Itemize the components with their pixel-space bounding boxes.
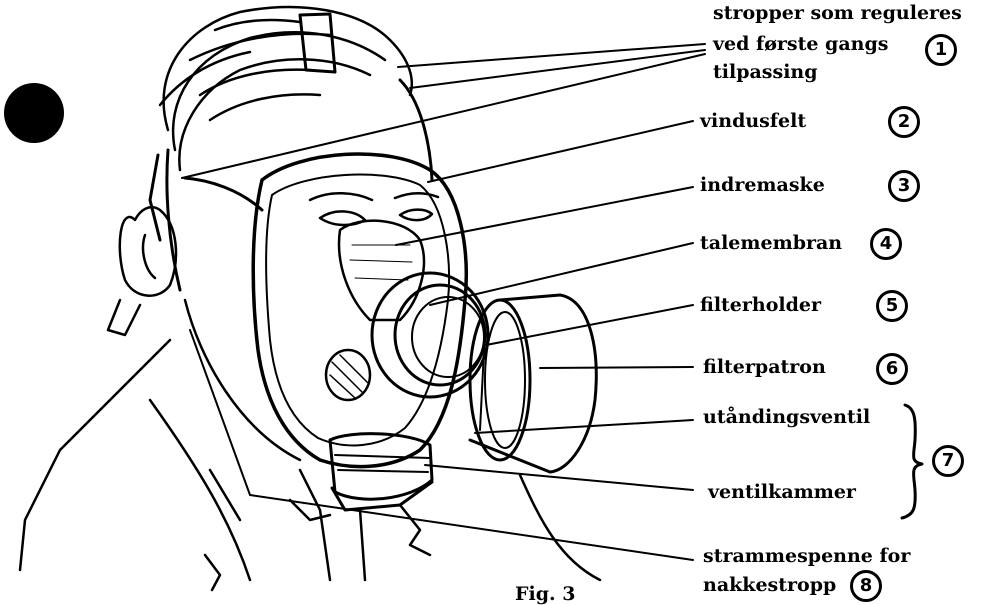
number-5-badge: 5 <box>876 290 908 322</box>
neck-and-suit <box>20 300 600 590</box>
label-window-field: vindusfelt <box>700 110 806 133</box>
mask-outer <box>253 154 466 467</box>
side-valve <box>326 350 370 400</box>
brace-7 <box>902 405 922 518</box>
label-straps-line1: stropper som reguleres <box>713 2 962 25</box>
head-strap-buckle <box>300 14 335 72</box>
leader-lines <box>182 44 705 560</box>
number-4-badge: 4 <box>870 228 902 260</box>
ear <box>108 207 176 335</box>
figure-caption: Fig. 3 <box>515 583 575 605</box>
label-straps-line3: tilpassing <box>713 61 818 84</box>
label-straps-line2: ved første gangs <box>713 33 888 56</box>
label-speech-membrane: talemembran <box>700 232 842 255</box>
number-3-badge: 3 <box>888 170 920 202</box>
number-1-badge: 1 <box>925 34 957 66</box>
label-valve-chamber: ventilkammer <box>708 481 856 504</box>
number-6-badge: 6 <box>876 353 908 385</box>
label-exhale-valve: utåndingsventil <box>703 406 870 429</box>
inner-mask <box>339 221 424 320</box>
label-tension-buckle-line1: strammespenne for <box>703 545 910 568</box>
hair <box>160 7 412 170</box>
number-8-badge: 8 <box>850 570 882 602</box>
label-filter-holder: filterholder <box>700 294 821 317</box>
number-7-badge: 7 <box>932 445 964 477</box>
label-filter-cartridge: filterpatron <box>703 356 826 379</box>
number-2-badge: 2 <box>888 106 920 138</box>
label-tension-buckle-line2: nakkestropp <box>703 574 836 597</box>
label-inner-mask: indremaske <box>700 174 825 197</box>
filter-cartridge <box>470 295 596 472</box>
